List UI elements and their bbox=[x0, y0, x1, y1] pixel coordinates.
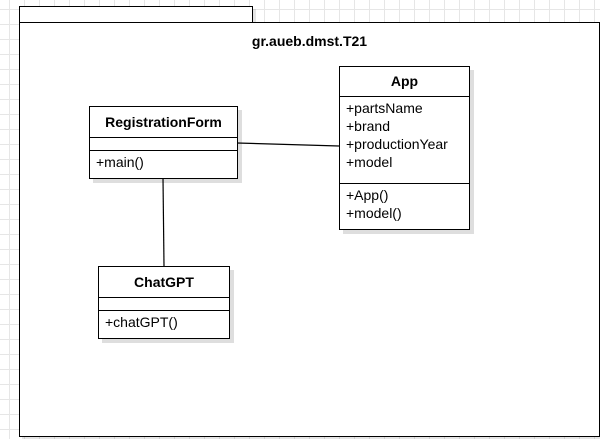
class-chatgpt-attributes bbox=[99, 298, 229, 311]
class-chatgpt[interactable]: ChatGPT +chatGPT() bbox=[98, 266, 230, 339]
class-registration-form-operations: +main() bbox=[90, 151, 237, 171]
operation-model: +model() bbox=[346, 205, 402, 221]
operation-chatgpt: +chatGPT() bbox=[105, 314, 178, 330]
class-chatgpt-name: ChatGPT bbox=[99, 267, 229, 298]
class-app[interactable]: App +partsName +brand +productionYear +m… bbox=[339, 66, 470, 230]
operation-app-constructor: +App() bbox=[346, 187, 389, 203]
class-registration-form[interactable]: RegistrationForm +main() bbox=[89, 106, 238, 179]
class-app-name: App bbox=[340, 67, 469, 97]
package-name: gr.aueb.dmst.T21 bbox=[251, 33, 368, 49]
class-registration-form-attributes bbox=[90, 138, 237, 151]
package-frame[interactable]: gr.aueb.dmst.T21 bbox=[19, 22, 600, 437]
association-registrationform-chatgpt bbox=[162, 177, 165, 267]
association-registrationform-app bbox=[236, 142, 340, 147]
class-app-operations: +App() +model() bbox=[340, 184, 469, 222]
attribute-parts-name: +partsName bbox=[346, 100, 423, 116]
class-registration-form-name: RegistrationForm bbox=[90, 107, 237, 138]
class-chatgpt-operations: +chatGPT() bbox=[99, 311, 229, 331]
attribute-brand: +brand bbox=[346, 118, 390, 134]
operation-main: +main() bbox=[96, 154, 144, 170]
attribute-production-year: +productionYear bbox=[346, 136, 448, 152]
class-app-attributes: +partsName +brand +productionYear +model bbox=[340, 97, 469, 184]
package-tab[interactable] bbox=[19, 6, 253, 23]
attribute-model: +model bbox=[346, 154, 393, 170]
